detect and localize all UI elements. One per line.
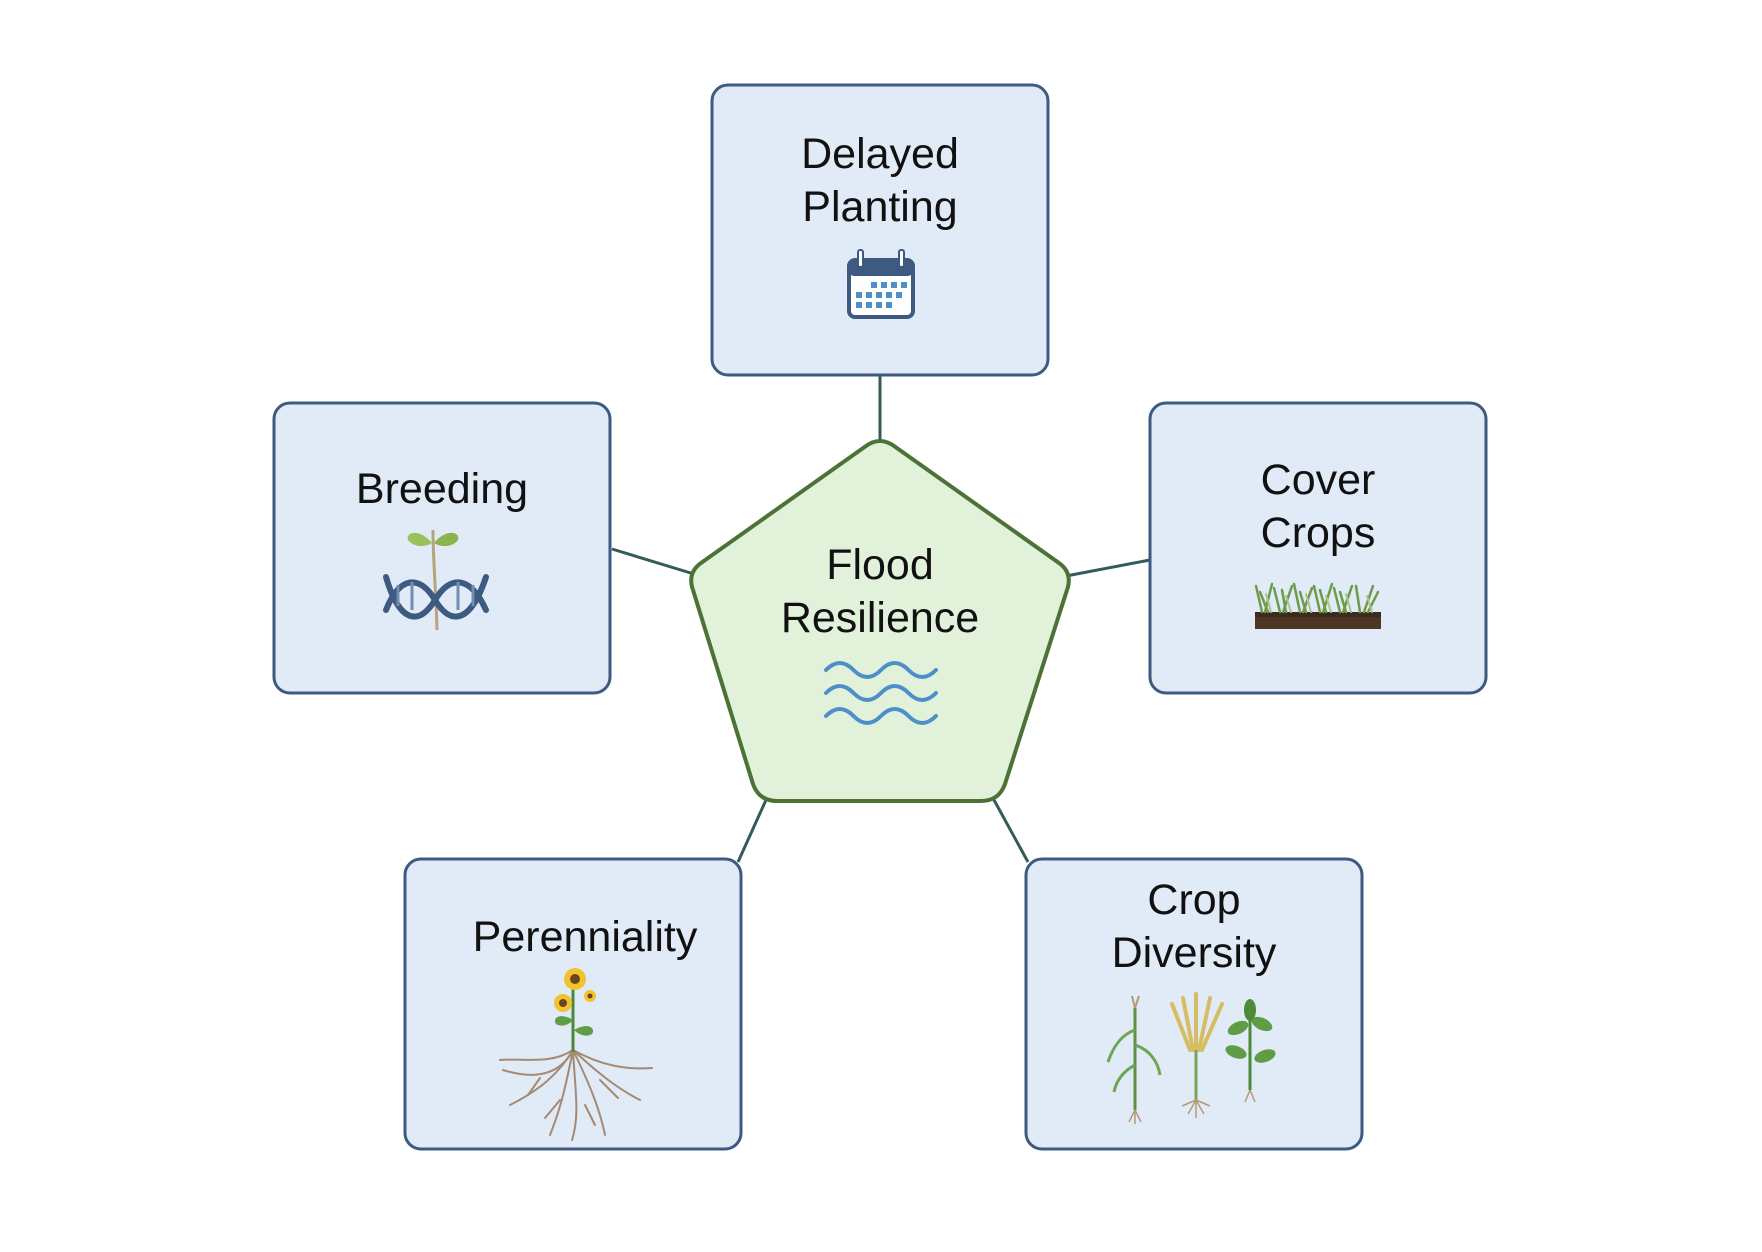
connector-perenniality bbox=[736, 799, 768, 863]
delayed-planting-label: Delayed Planting bbox=[801, 130, 959, 231]
cover-crops-box bbox=[1148, 401, 1488, 695]
connector-crop-diversity bbox=[992, 799, 1030, 863]
breeding-box bbox=[272, 401, 612, 695]
connector-breeding bbox=[611, 547, 695, 576]
cover-crops-label: Cover Crops bbox=[1260, 456, 1376, 557]
dna-seedling-icon bbox=[383, 529, 489, 631]
delayed-planting-box bbox=[710, 83, 1050, 377]
flood-resilience-pentagon bbox=[689, 439, 1071, 803]
crop-plants-icon bbox=[1106, 992, 1276, 1124]
perenniality-label: Perenniality bbox=[472, 913, 698, 961]
crop-diversity-label: Crop Diversity bbox=[1111, 876, 1277, 977]
calendar-icon bbox=[847, 249, 915, 319]
connectors bbox=[611, 375, 1151, 863]
breeding-label: Breeding bbox=[355, 465, 529, 513]
sunflower-roots-icon bbox=[499, 968, 653, 1141]
waves-icon bbox=[824, 661, 938, 725]
soybean-plant bbox=[1225, 999, 1276, 1103]
wheat-plant bbox=[1170, 992, 1224, 1118]
flood-resilience-label: Flood Resilience bbox=[780, 541, 980, 642]
corn-plant bbox=[1106, 995, 1162, 1124]
cover-crop-icon bbox=[1254, 582, 1381, 629]
sunflower-head bbox=[554, 968, 596, 1012]
connector-cover-crops bbox=[1065, 558, 1151, 578]
